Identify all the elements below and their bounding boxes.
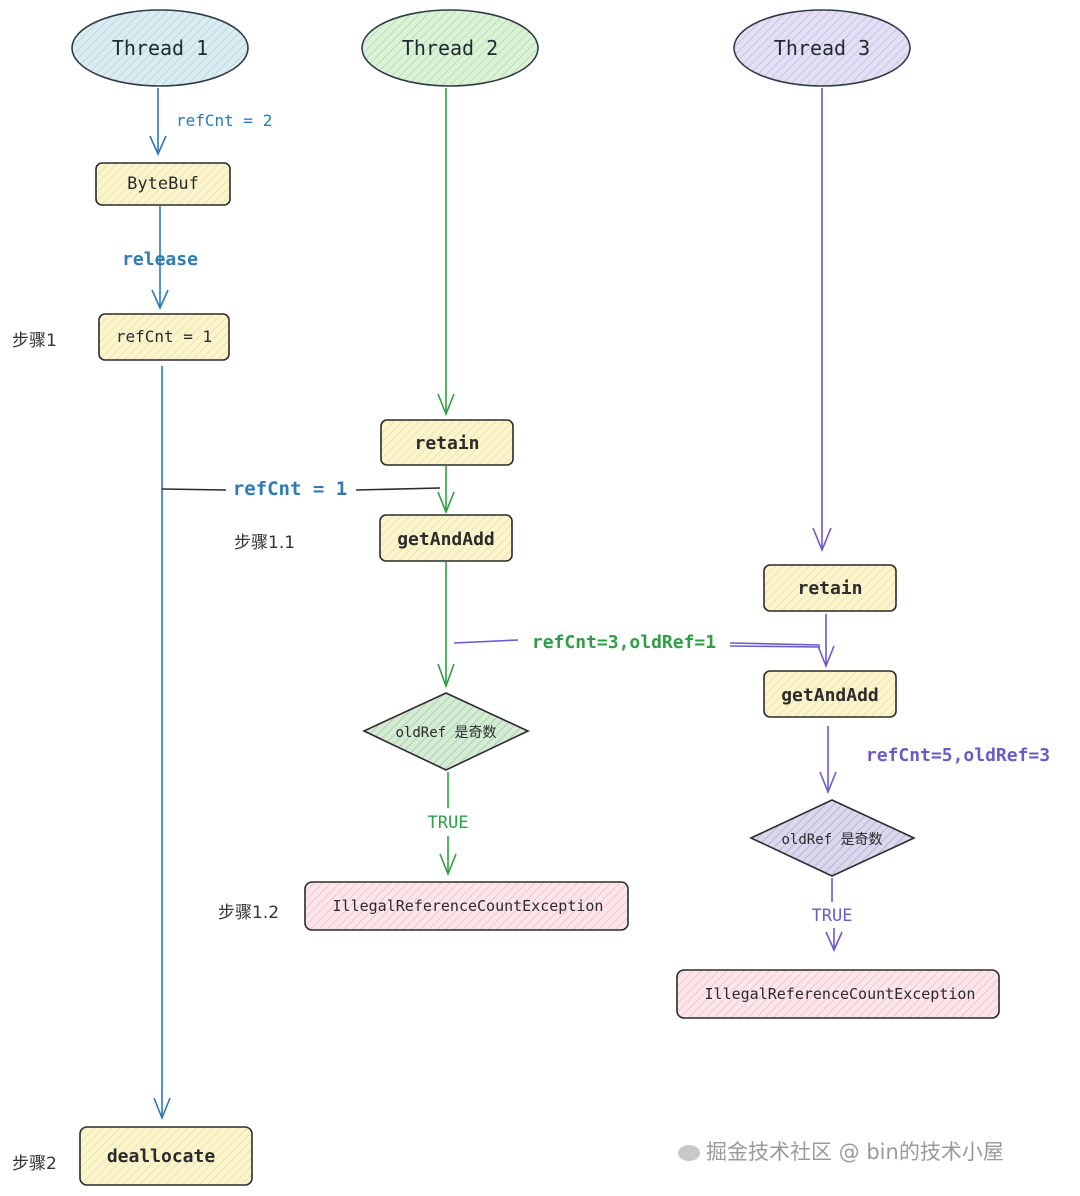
arrowhead-icon	[825, 931, 843, 952]
t3-decision-label: oldRef 是奇数	[781, 831, 882, 848]
t2-getandadd-box: getAndAdd	[379, 514, 513, 562]
thread-1-node: Thread 1	[71, 9, 249, 87]
arrowhead-icon	[151, 289, 169, 310]
t3-exception-label: IllegalReferenceCountException	[705, 985, 976, 1003]
edge-label-t3-true: TRUE	[812, 906, 853, 926]
t2-exception-label: IllegalReferenceCountException	[333, 897, 604, 915]
t2-decision-diamond: oldRef 是奇数	[362, 692, 530, 771]
t3-getandadd-label: getAndAdd	[781, 685, 879, 706]
step-label-2: 步骤2	[12, 1154, 57, 1174]
edge-label-refcnt2: refCnt = 2	[176, 111, 272, 130]
thread-1-label: Thread 1	[112, 36, 208, 60]
arrowhead-icon	[149, 135, 167, 156]
arrowhead-icon	[437, 393, 455, 417]
cross-edge-refcnt1	[161, 487, 441, 491]
t3-retain-label: retain	[797, 578, 862, 599]
thread-2-node: Thread 2	[361, 9, 539, 87]
t2-retain-label: retain	[414, 433, 479, 454]
t2-retain-box: retain	[380, 419, 514, 466]
edge-label-t3-refcnt5: refCnt=5,oldRef=3	[866, 745, 1050, 766]
arrowhead-icon	[437, 663, 455, 689]
bytebuf-label: ByteBuf	[127, 174, 199, 194]
step-label-1-1: 步骤1.1	[234, 533, 295, 553]
watermark-text: 掘金技术社区 @ bin的技术小屋	[706, 1140, 1004, 1164]
cross-edge-refcnt3	[453, 639, 821, 648]
arrowhead-icon	[819, 771, 837, 795]
arrowhead-icon	[817, 645, 835, 669]
arrowhead-icon	[439, 853, 457, 877]
refcnt1-label: refCnt = 1	[116, 327, 212, 346]
t2-decision-label: oldRef 是奇数	[395, 724, 496, 741]
t3-exception-box: IllegalReferenceCountException	[676, 969, 1000, 1019]
thread-3-edges	[812, 88, 843, 952]
deallocate-box: deallocate	[79, 1126, 253, 1186]
edge-label-cross-refcnt1: refCnt = 1	[233, 478, 347, 500]
deallocate-label: deallocate	[107, 1146, 216, 1167]
edge-label-release: release	[122, 249, 198, 270]
t2-getandadd-label: getAndAdd	[397, 529, 495, 550]
arrowhead-icon	[812, 527, 832, 553]
refcnt1-box: refCnt = 1	[98, 313, 230, 361]
step-label-1: 步骤1	[12, 331, 57, 351]
edge-label-t2-true: TRUE	[428, 813, 469, 833]
thread-1-edges	[149, 88, 171, 1121]
edge-label-cross-refcnt3: refCnt=3,oldRef=1	[532, 632, 716, 653]
bytebuf-box: ByteBuf	[95, 162, 231, 206]
t2-exception-box: IllegalReferenceCountException	[304, 881, 629, 931]
wechat-icon	[678, 1145, 700, 1161]
t3-retain-box: retain	[763, 564, 897, 612]
thread-2-label: Thread 2	[402, 36, 498, 60]
arrowhead-icon	[153, 1097, 171, 1121]
thread-2-edges	[437, 88, 457, 877]
thread-3-node: Thread 3	[733, 9, 911, 87]
watermark: 掘金技术社区 @ bin的技术小屋	[678, 1136, 1004, 1166]
step-label-1-2: 步骤1.2	[218, 903, 279, 923]
arrowhead-icon	[437, 491, 455, 515]
thread-3-label: Thread 3	[774, 36, 870, 60]
t3-getandadd-box: getAndAdd	[763, 670, 897, 718]
t3-decision-diamond: oldRef 是奇数	[749, 799, 916, 877]
